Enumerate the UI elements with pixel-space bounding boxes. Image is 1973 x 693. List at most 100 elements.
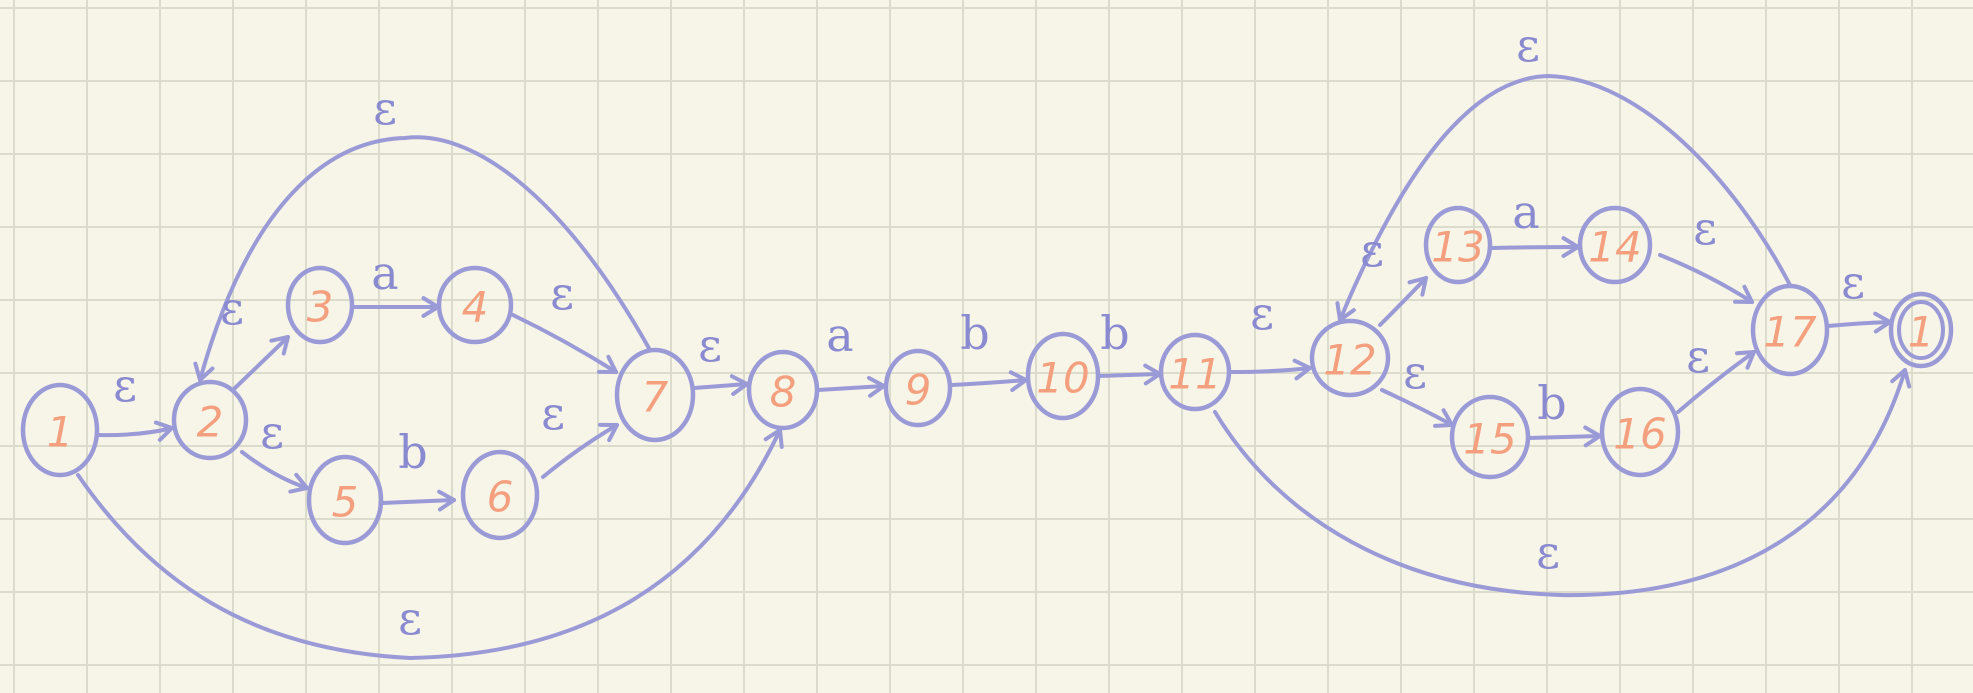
state-17: 17 xyxy=(1750,283,1830,377)
state-1: 1 xyxy=(20,382,100,478)
arrowhead-icon xyxy=(437,489,456,512)
transition-label: a xyxy=(1512,185,1539,239)
transition-line xyxy=(1096,372,1162,378)
accept-state: 1 xyxy=(1888,291,1954,369)
state-number: 16 xyxy=(1613,410,1666,459)
edge-14-to-17 xyxy=(1658,253,1754,304)
transition-label: ε xyxy=(1360,223,1384,277)
transition-line xyxy=(1338,74,1792,322)
state-14: 14 xyxy=(1577,205,1653,285)
state-number: 1 xyxy=(47,408,74,457)
transition-line xyxy=(233,335,290,390)
state-number: 13 xyxy=(1431,223,1484,272)
state-circle xyxy=(1158,332,1232,412)
state-circle xyxy=(285,265,355,345)
state-4: 4 xyxy=(436,265,514,345)
edge-2-to-5 xyxy=(240,450,309,494)
state-number: 3 xyxy=(307,283,334,332)
arrowhead-icon xyxy=(1407,276,1428,297)
edge-12-to-13 xyxy=(1378,276,1428,327)
state-circle xyxy=(1750,283,1830,377)
transition-line xyxy=(96,426,174,438)
arrowhead-icon xyxy=(1735,350,1756,370)
transition-line xyxy=(816,384,886,392)
transition-line xyxy=(1526,434,1602,440)
state-circle xyxy=(20,382,100,478)
state-7: 7 xyxy=(614,347,696,443)
edge-5-to-6 xyxy=(380,489,456,512)
state-circle xyxy=(746,349,820,431)
state-circle xyxy=(306,454,384,546)
transition-line xyxy=(198,135,652,382)
state-10: 10 xyxy=(1025,331,1101,421)
edge-11-to-accept xyxy=(1213,368,1912,598)
state-number: 5 xyxy=(332,478,359,527)
transition-line xyxy=(692,382,749,390)
state-number: 7 xyxy=(642,373,669,422)
state-circle xyxy=(1423,205,1493,285)
transition-label: ε xyxy=(1693,201,1717,255)
arrowhead-icon xyxy=(269,335,290,356)
transition-label: b xyxy=(1537,376,1566,430)
arrowhead-icon xyxy=(729,374,749,396)
state-number: 1 xyxy=(1908,308,1935,357)
state-2: 2 xyxy=(171,379,249,461)
transition-line xyxy=(1658,253,1754,304)
transition-label: ε xyxy=(1516,18,1540,72)
state-8: 8 xyxy=(746,349,820,431)
transition-label: ε xyxy=(220,281,244,335)
state-number: 17 xyxy=(1763,308,1817,357)
state-number: 8 xyxy=(770,368,797,417)
edge-7-to-8 xyxy=(692,374,749,396)
transition-line xyxy=(1826,320,1892,328)
state-number: 15 xyxy=(1463,415,1516,464)
transition-line xyxy=(1228,366,1312,374)
state-5: 5 xyxy=(306,454,384,546)
transition-line xyxy=(950,378,1028,387)
arrowhead-icon xyxy=(1890,368,1912,389)
transition-label: ε xyxy=(373,81,397,135)
state-circle xyxy=(1888,291,1954,369)
state-circle xyxy=(1025,331,1101,421)
transition-label: a xyxy=(826,308,853,362)
transition-label: b xyxy=(960,306,989,360)
transition-label: ε xyxy=(1403,345,1427,399)
state-number: 10 xyxy=(1036,354,1089,403)
state-12: 12 xyxy=(1309,318,1391,398)
state-number: 12 xyxy=(1323,336,1376,385)
transition-line xyxy=(1676,350,1756,414)
transition-line xyxy=(1380,388,1454,427)
state-number: 11 xyxy=(1168,350,1221,399)
state-circle xyxy=(1449,394,1531,480)
state-9: 9 xyxy=(883,348,953,428)
transition-label: ε xyxy=(698,318,722,372)
state-number: 4 xyxy=(462,283,489,332)
transition-label: b xyxy=(1100,306,1129,360)
state-circle xyxy=(883,348,953,428)
edge-1-to-2 xyxy=(96,420,174,442)
edge-4-to-7 xyxy=(511,313,618,374)
state-15: 15 xyxy=(1449,394,1531,480)
state-number: 9 xyxy=(905,366,932,415)
state-16: 16 xyxy=(1599,386,1681,478)
state-circle xyxy=(436,265,514,345)
state-number: 2 xyxy=(197,398,224,447)
transition-line xyxy=(511,313,618,374)
edge-2-to-3 xyxy=(233,335,290,390)
transition-line xyxy=(541,423,619,479)
edge-16-to-17 xyxy=(1676,350,1756,414)
transition-label: ε xyxy=(550,266,574,320)
state-circle xyxy=(614,347,696,443)
state-13: 13 xyxy=(1423,205,1493,285)
state-number: 14 xyxy=(1588,223,1641,272)
state-circle xyxy=(1309,318,1391,398)
state-circle xyxy=(171,379,249,461)
transition-label: a xyxy=(371,246,398,300)
transition-label: ε xyxy=(398,591,422,645)
arrowhead-icon xyxy=(1733,284,1754,304)
edge-11-to-12 xyxy=(1228,358,1312,381)
